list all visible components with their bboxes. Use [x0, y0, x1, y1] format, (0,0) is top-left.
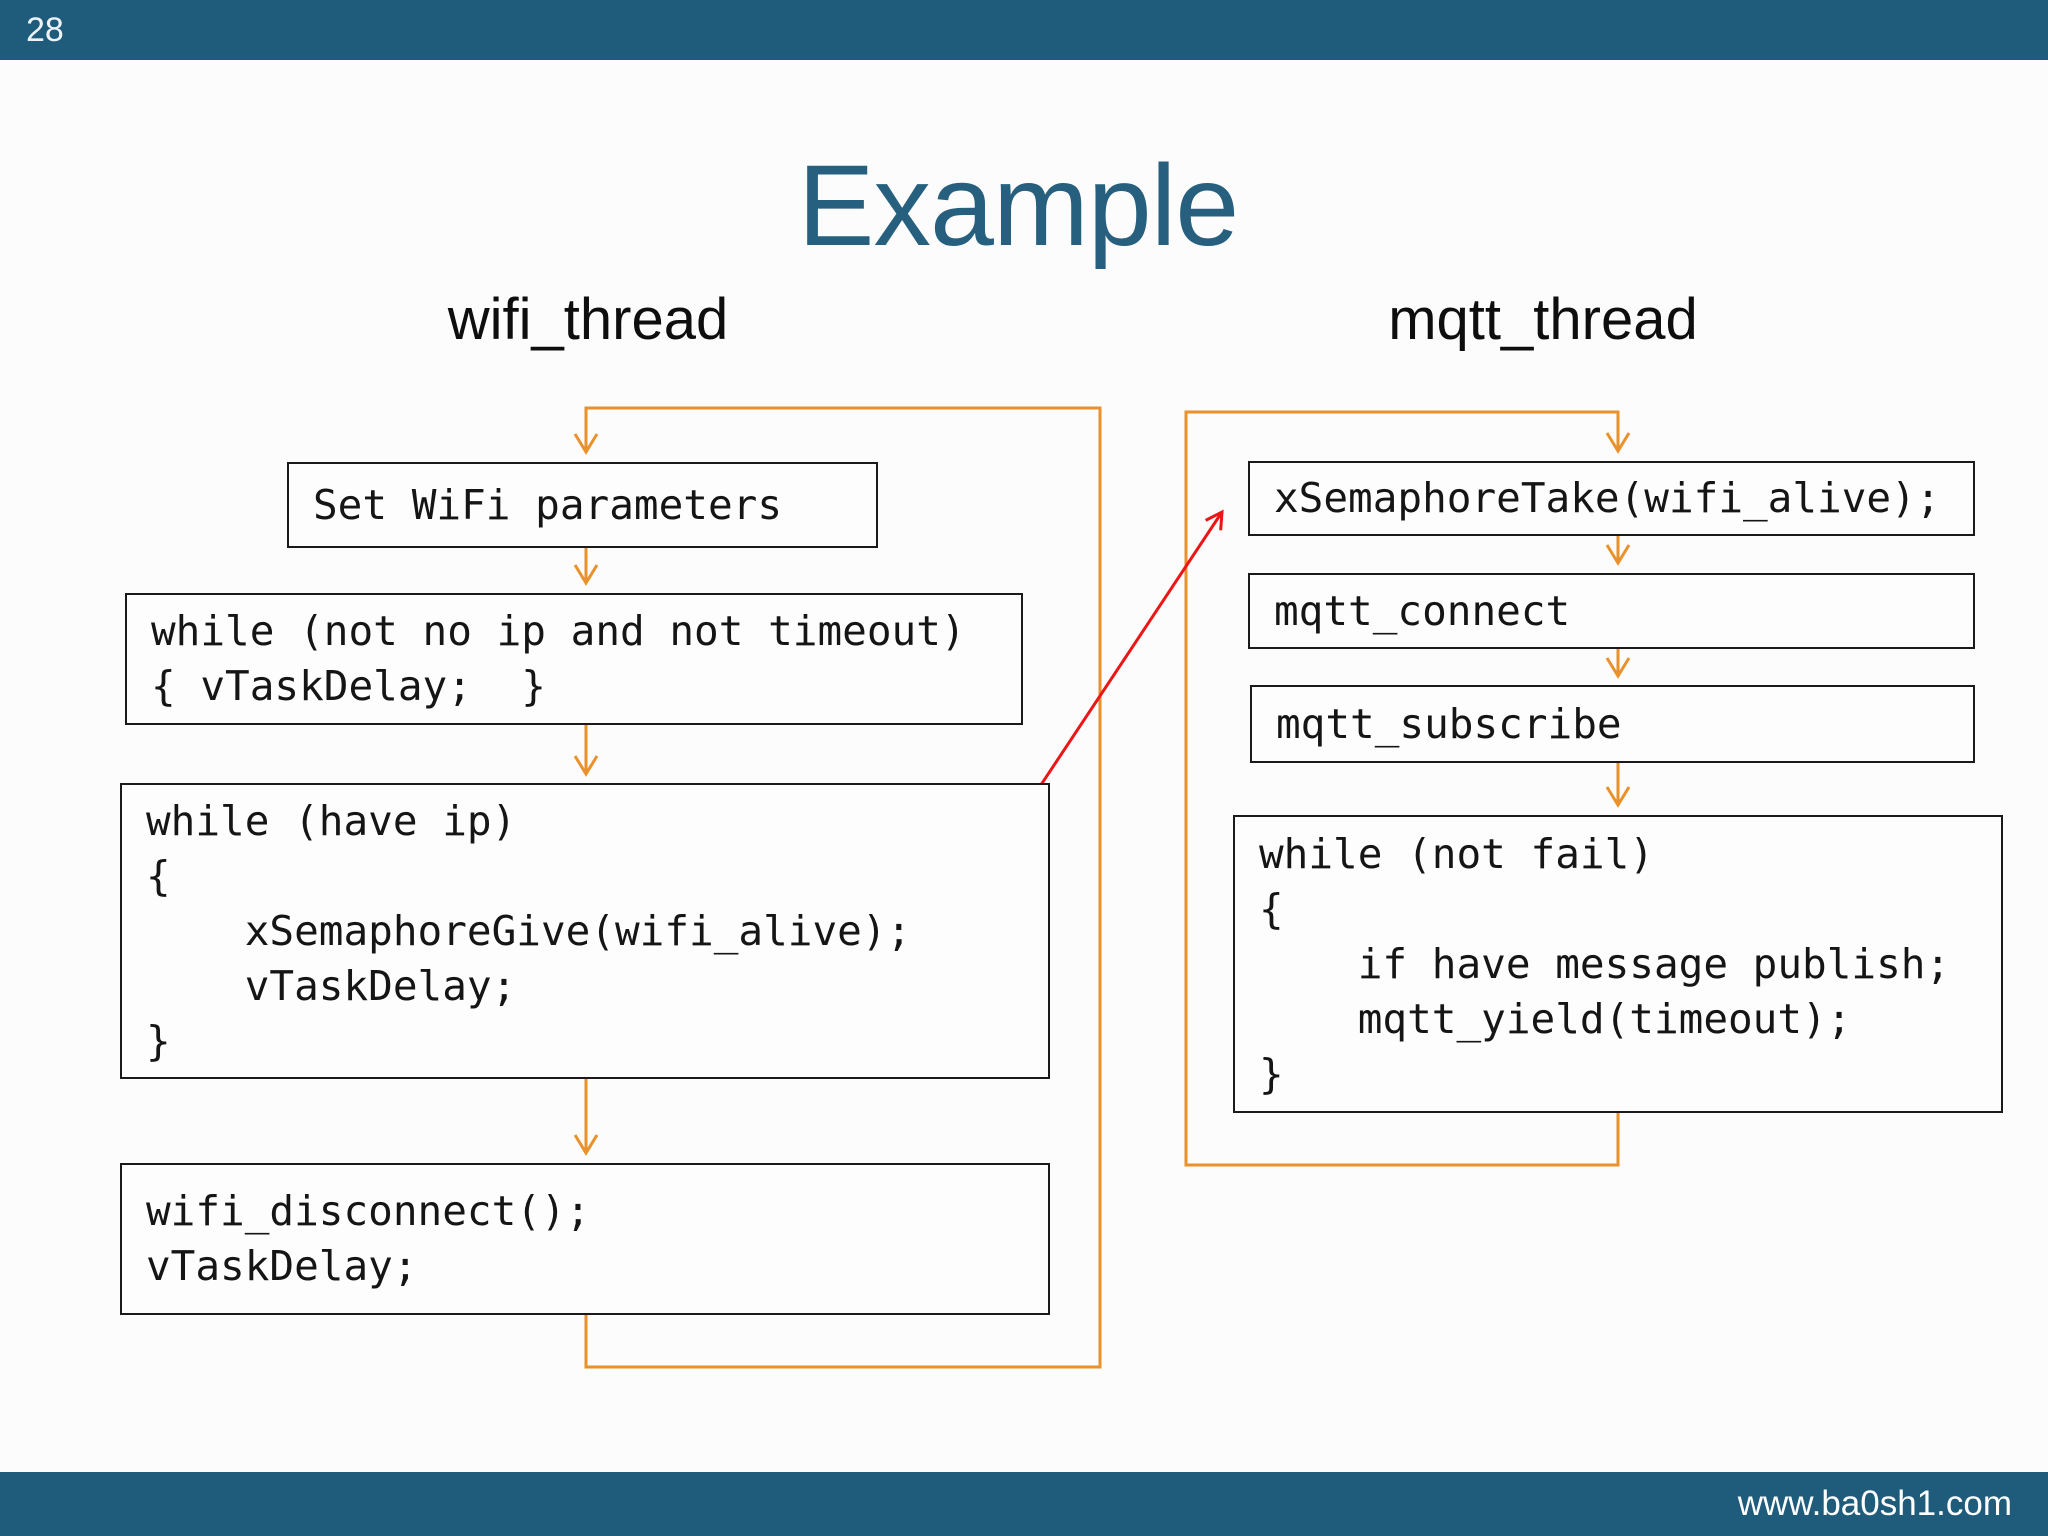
flow-node-wait-for-ip: while (not no ip and not timeout) { vTas… — [125, 593, 1023, 725]
mqtt-thread-label: mqtt_thread — [1388, 287, 1698, 352]
wifi-thread-label: wifi_thread — [447, 287, 729, 352]
flow-node-wifi-disconnect: wifi_disconnect(); vTaskDelay; — [120, 1163, 1050, 1315]
slide-number: 28 — [26, 11, 64, 49]
header-bar: 28 — [0, 0, 2048, 60]
flow-node-have-ip-loop: while (have ip) { xSemaphoreGive(wifi_al… — [120, 783, 1050, 1079]
page-title: Example — [797, 142, 1239, 270]
footer-url: www.ba0sh1.com — [1737, 1484, 2012, 1523]
flow-node-mqtt-publish-loop: while (not fail) { if have message publi… — [1233, 815, 2003, 1113]
flow-node-set-wifi-parameters: Set WiFi parameters — [287, 462, 878, 548]
flow-node-semaphore-take: xSemaphoreTake(wifi_alive); — [1248, 461, 1975, 536]
flow-node-mqtt-subscribe: mqtt_subscribe — [1250, 685, 1975, 763]
flow-node-mqtt-connect: mqtt_connect — [1248, 573, 1975, 649]
footer-bar: www.ba0sh1.com — [0, 1472, 2048, 1536]
